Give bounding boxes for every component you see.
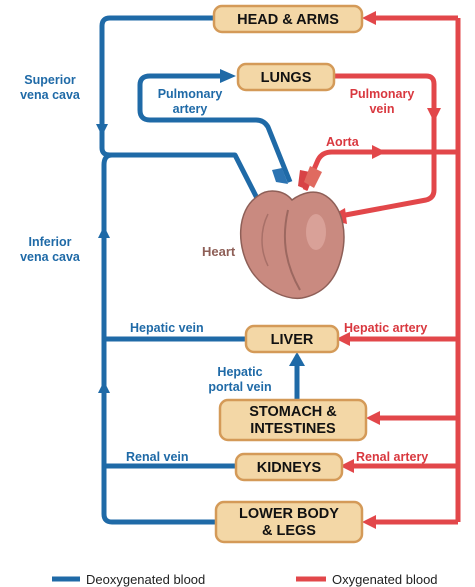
legend-label-deoxygenated: Deoxygenated blood — [86, 572, 205, 587]
renal-artery-label: Renal artery — [356, 450, 428, 464]
lower-body-artery-arrowhead — [362, 515, 376, 529]
hepatic-portal-arrowhead — [289, 352, 305, 366]
heart-label: Heart — [202, 244, 236, 259]
heart-highlight — [306, 214, 326, 250]
organ-stomach-intestines: STOMACH & INTESTINES — [220, 400, 366, 440]
svc-arrow-down — [96, 124, 108, 136]
inferior-vena-cava-label-2: vena cava — [20, 250, 81, 264]
head-arms-label: HEAD & ARMS — [237, 12, 339, 28]
pulmonary-artery-label-1: Pulmonary — [158, 87, 223, 101]
lower-body-label-line2: & LEGS — [262, 523, 316, 539]
ivc-arrow-up-2 — [98, 381, 110, 393]
superior-vena-cava-label-2: vena cava — [20, 88, 81, 102]
heart-body — [241, 191, 344, 298]
legend: Deoxygenated blood Oxygenated blood — [52, 572, 438, 587]
heart-illustration — [241, 166, 344, 298]
pulmonary-vein-label-2: vein — [369, 102, 394, 116]
stomach-label-line1: STOMACH & — [249, 404, 337, 420]
renal-vein-label: Renal vein — [126, 450, 189, 464]
pulmonary-vein-arrowhead-down — [427, 108, 441, 122]
pulmonary-vein-label-1: Pulmonary — [350, 87, 415, 101]
lower-body-label-line1: LOWER BODY — [239, 506, 339, 522]
hepatic-portal-vein-label-2: portal vein — [208, 380, 271, 394]
aorta-arrowhead — [372, 145, 386, 159]
organ-lower-body: LOWER BODY & LEGS — [216, 502, 362, 542]
hepatic-vein-label: Hepatic vein — [130, 321, 204, 335]
hepatic-artery-label: Hepatic artery — [344, 321, 427, 335]
legend-label-oxygenated: Oxygenated blood — [332, 572, 438, 587]
inferior-vena-cava-label-1: Inferior — [28, 235, 71, 249]
liver-label: LIVER — [271, 332, 314, 348]
kidneys-label: KIDNEYS — [257, 460, 322, 476]
superior-vena-cava-label-1: Superior — [24, 73, 76, 87]
hepatic-portal-vein-label-1: Hepatic — [217, 365, 262, 379]
pulmonary-artery-label-2: artery — [173, 102, 208, 116]
stomach-artery-arrowhead — [366, 411, 380, 425]
organ-kidneys: KIDNEYS — [236, 454, 342, 480]
organ-lungs: LUNGS — [238, 64, 334, 90]
artery-to-head-arrowhead — [362, 11, 376, 25]
pulmonary-artery-arrowhead — [220, 69, 236, 83]
stomach-label-line2: INTESTINES — [250, 421, 336, 437]
aorta-label: Aorta — [326, 135, 360, 149]
lungs-label: LUNGS — [261, 70, 312, 86]
ivc-arrow-up-1 — [98, 226, 110, 238]
organ-head-arms: HEAD & ARMS — [214, 6, 362, 32]
organ-liver: LIVER — [246, 326, 338, 352]
